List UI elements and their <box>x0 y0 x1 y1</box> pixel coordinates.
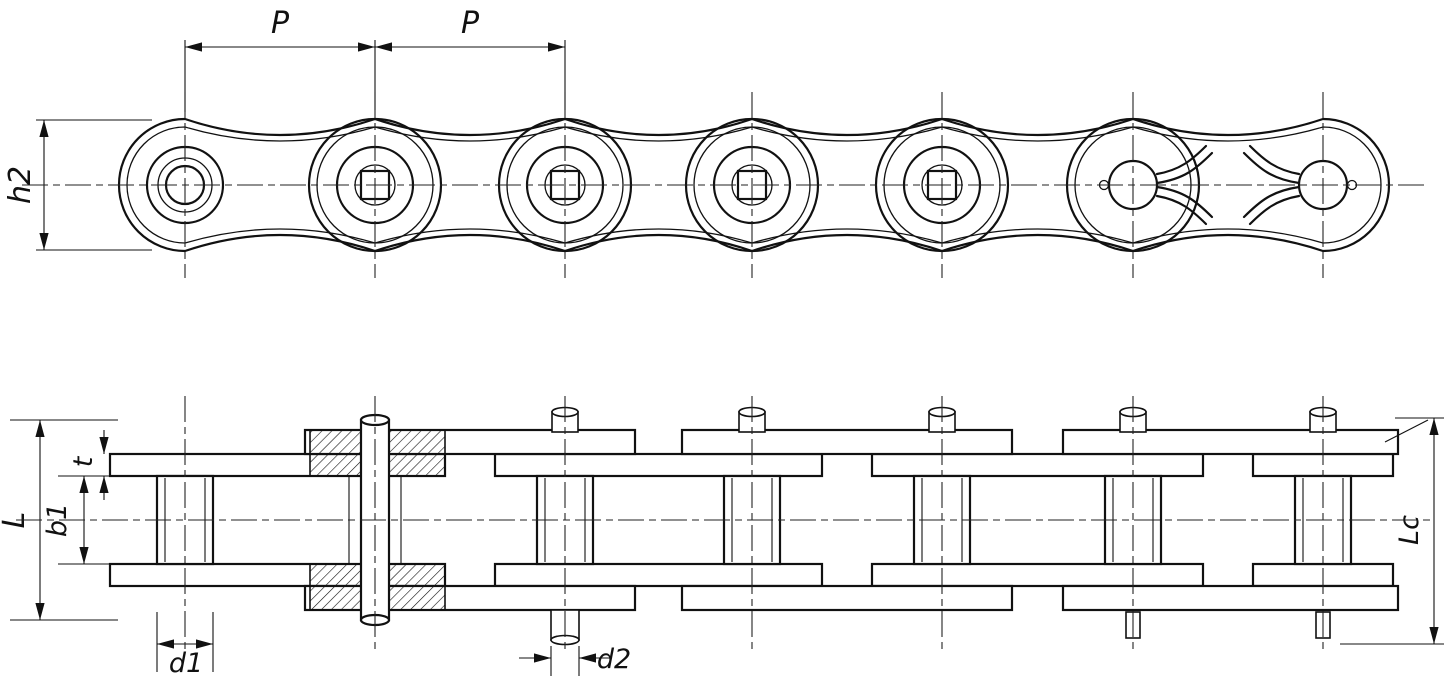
bottom-view: L b1 t d1 d2 <box>0 396 1444 679</box>
pitch-right-label: P <box>461 6 480 41</box>
t-label: t <box>68 455 99 467</box>
pitch-left-label: P <box>271 6 290 41</box>
corner-leader <box>1384 419 1429 443</box>
dimension-d2: d2 <box>519 644 631 676</box>
dimension-t: t <box>68 430 109 500</box>
Lc-label: Lc <box>1394 515 1425 545</box>
bottom-view-centerlines <box>16 396 1432 650</box>
top-view-centerlines <box>22 92 1427 278</box>
top-view: P P h2 <box>3 6 1427 278</box>
spring-clip-arms <box>1155 144 1301 226</box>
d1-label: d1 <box>169 648 203 679</box>
d2-label: d2 <box>597 644 631 675</box>
